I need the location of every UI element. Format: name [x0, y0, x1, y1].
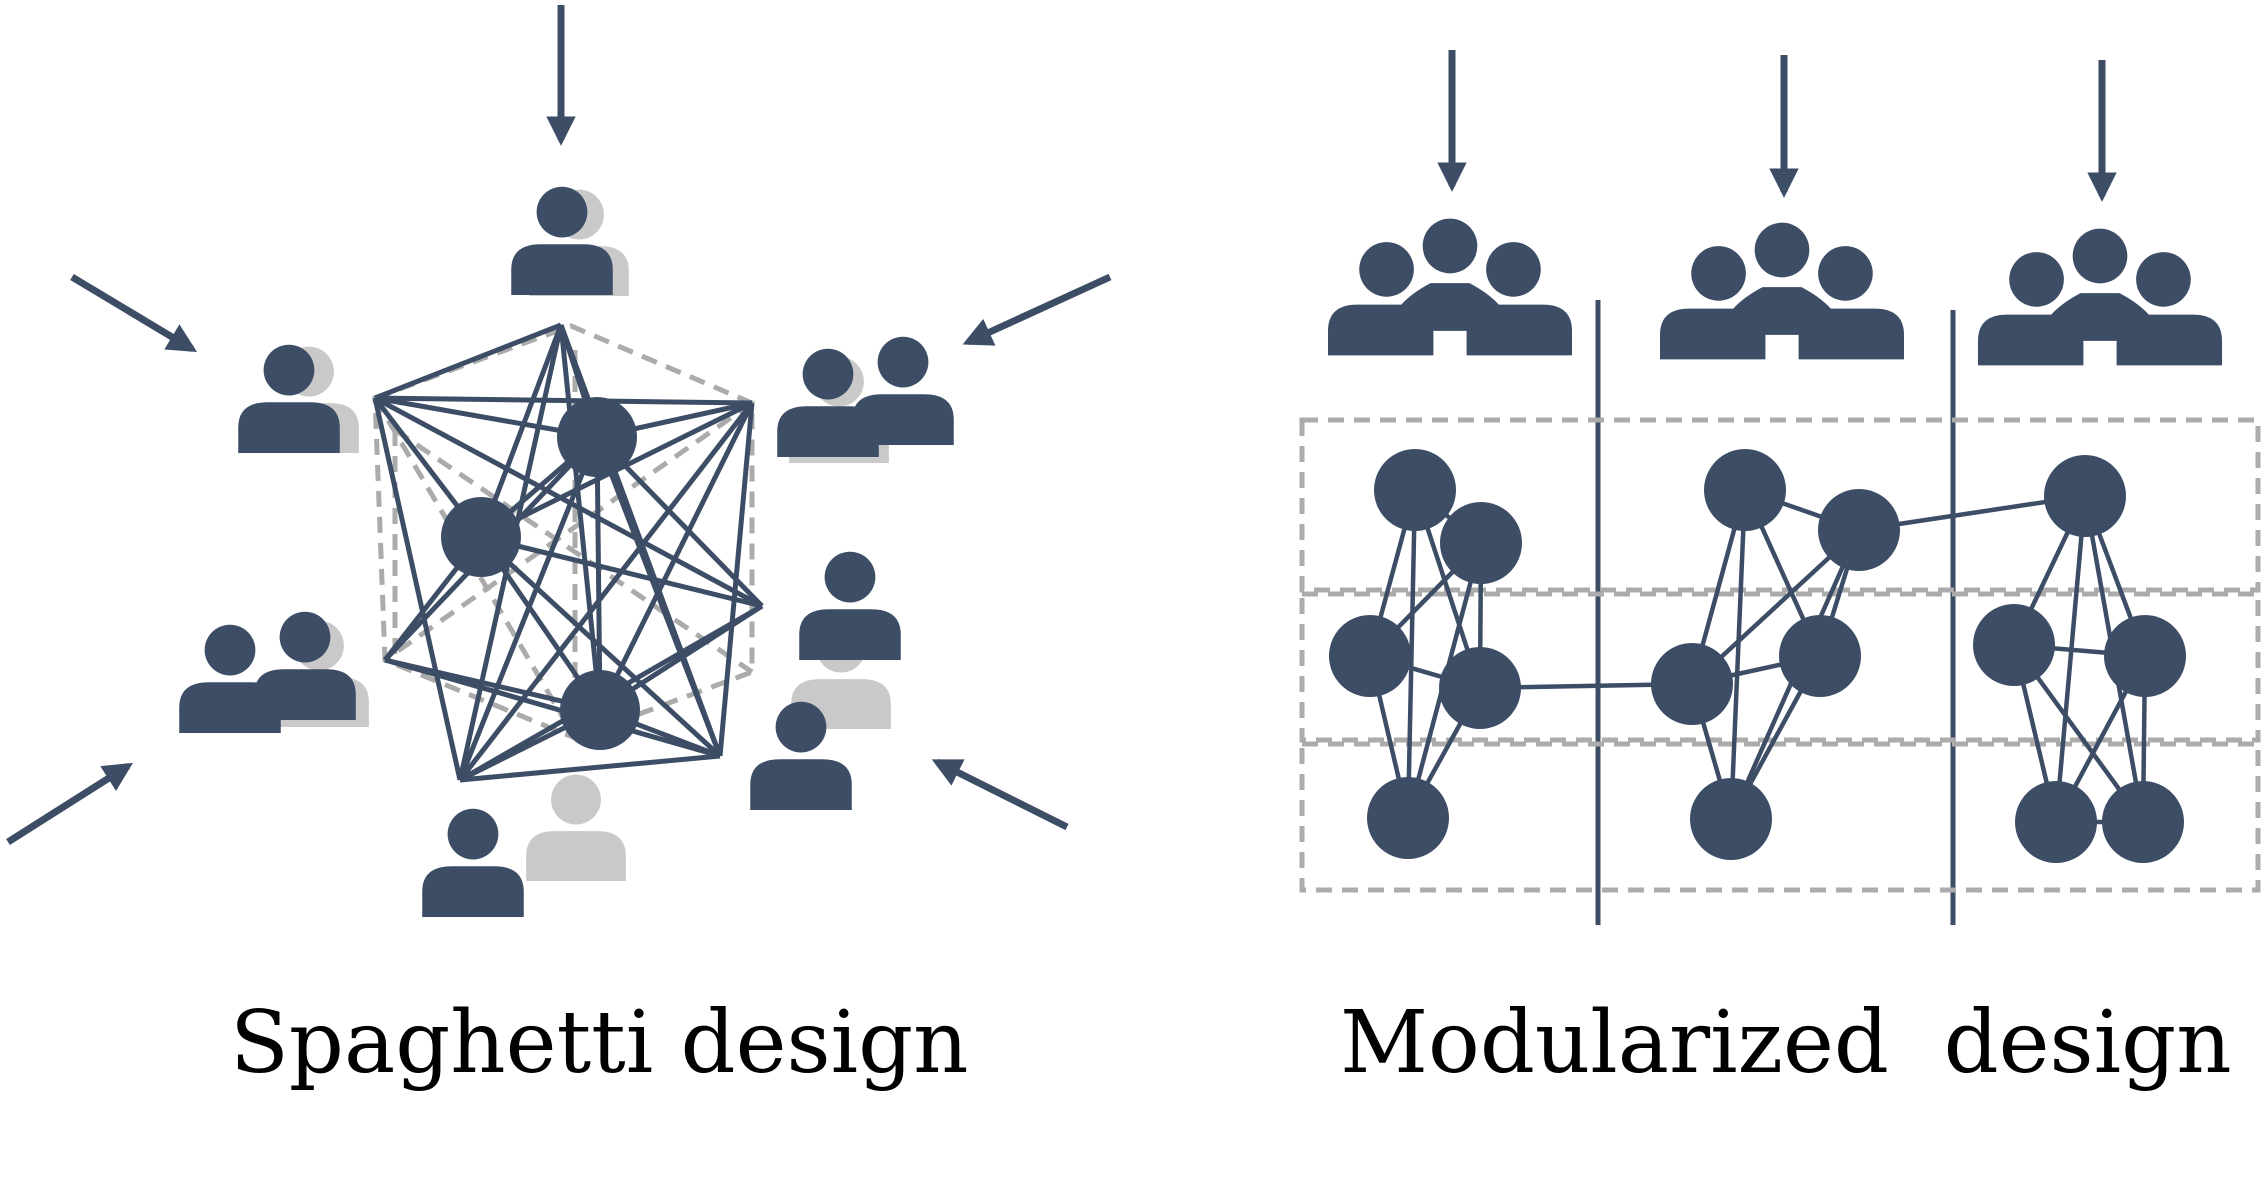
node: [2044, 455, 2126, 537]
node: [1439, 647, 1521, 729]
arrow-icon: [70, 273, 198, 353]
spaghetti-diagram: [6, 5, 1112, 917]
node: [1973, 604, 2055, 686]
spaghetti-caption: Spaghetti design: [230, 993, 969, 1093]
arrow-icon: [931, 758, 1069, 831]
node: [2104, 615, 2186, 697]
person-icon: [526, 774, 626, 881]
spaghetti-arrows: [6, 5, 1112, 845]
node: [1779, 615, 1861, 697]
spaghetti-nodes: [441, 397, 640, 750]
node: [1374, 449, 1456, 531]
node: [1818, 489, 1900, 571]
team-icon: [1328, 218, 1572, 356]
node: [1440, 502, 1522, 584]
node: [1704, 449, 1786, 531]
teams: [1328, 218, 2222, 366]
layer-boxes: [1299, 417, 2261, 893]
team-icon: [1660, 222, 1904, 360]
module-dividers: [1595, 300, 1956, 925]
modular-arrows: [1437, 50, 2117, 202]
modular-diagram: [1299, 50, 2261, 925]
arrow-icon: [962, 273, 1112, 346]
layer-box: [1299, 591, 2261, 743]
team-icon: [1978, 228, 2222, 366]
modular-nodes: [1329, 449, 2186, 863]
layer-box: [1299, 417, 2261, 593]
node: [1651, 643, 1733, 725]
arrow-icon: [6, 762, 133, 845]
node: [1329, 615, 1411, 697]
node: [1690, 778, 1772, 860]
dashed-structure: [372, 323, 755, 741]
node: [557, 397, 637, 477]
node: [560, 670, 640, 750]
layer-box: [1299, 741, 2261, 893]
node: [1367, 777, 1449, 859]
node: [2015, 781, 2097, 863]
person-icon: [422, 808, 524, 917]
person-icon: [799, 551, 901, 660]
node: [2102, 781, 2184, 863]
node: [441, 497, 521, 577]
modular-caption: Modularized design: [1340, 993, 2232, 1093]
person-icon: [852, 336, 954, 445]
